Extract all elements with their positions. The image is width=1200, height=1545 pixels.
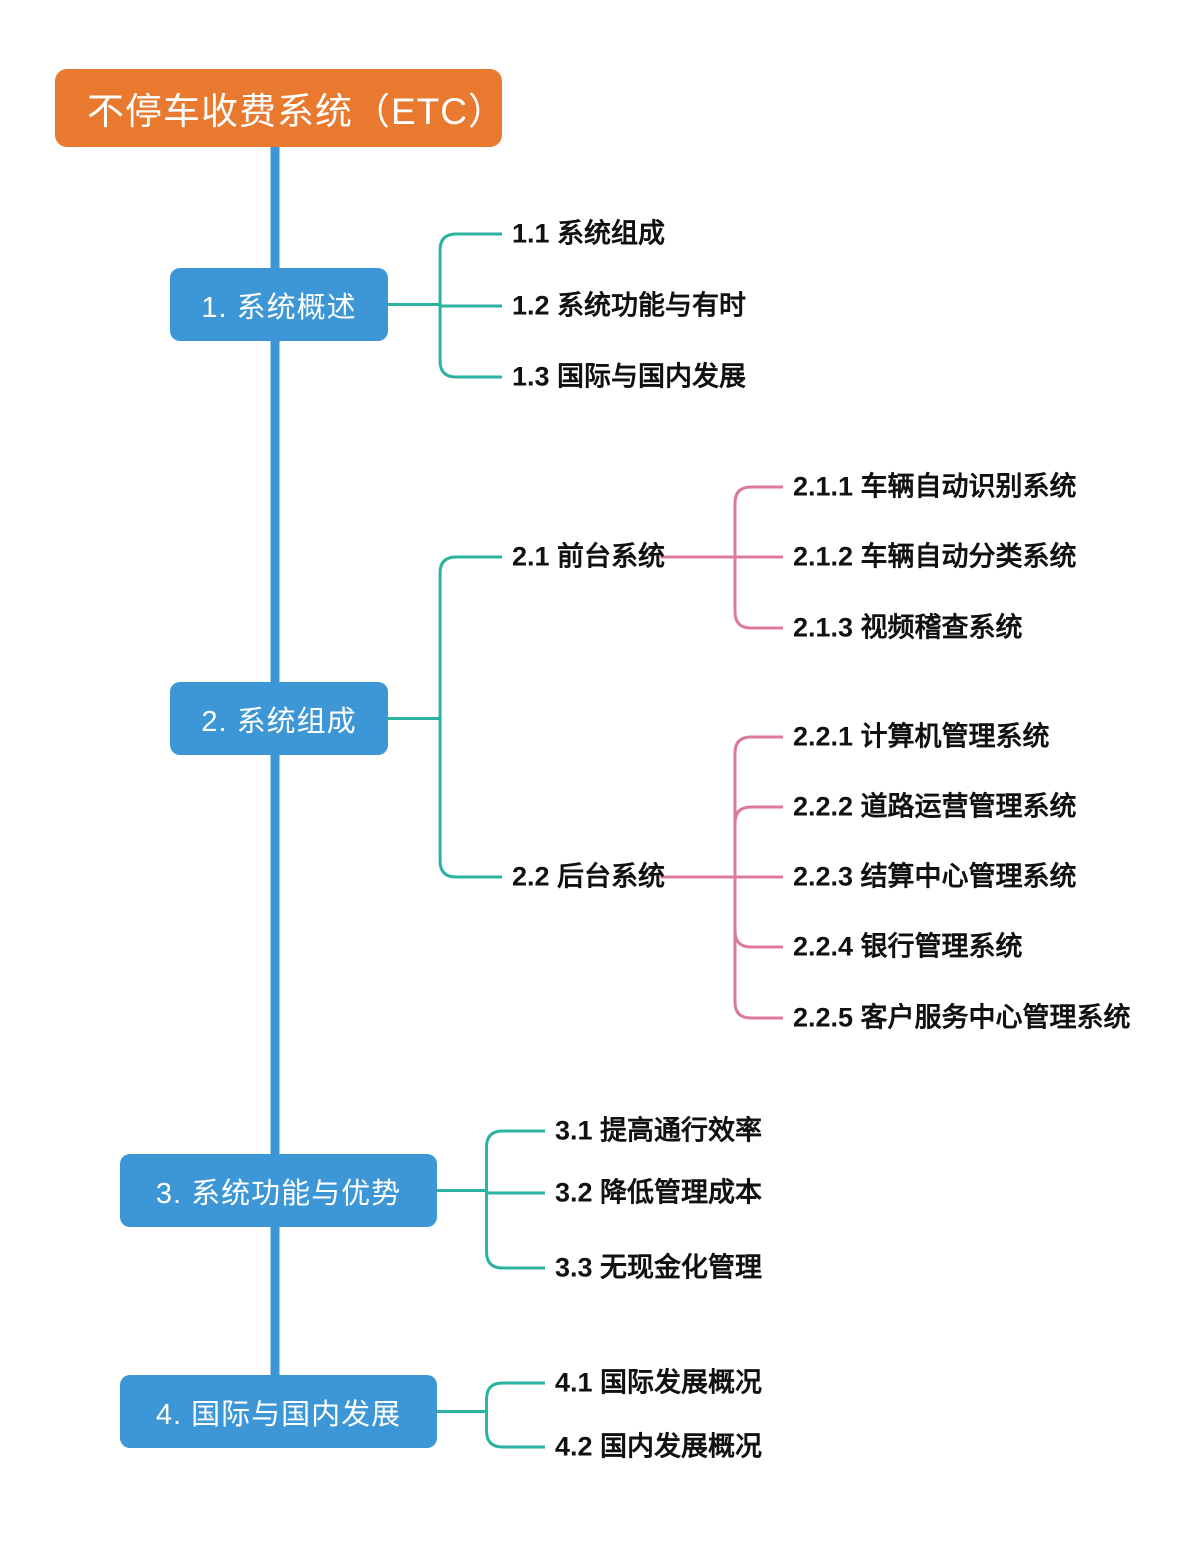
leaf-label[interactable]: 3.2 降低管理成本 (555, 1177, 763, 1208)
sub-leaf-label[interactable]: 2.2.2 道路运营管理系统 (793, 791, 1077, 822)
branch-node-label: 4. 国际与国内发展 (155, 1398, 402, 1431)
leaf-label[interactable]: 2.1 前台系统 (512, 541, 666, 572)
branch-node-b1[interactable]: 1. 系统概述 (170, 268, 388, 341)
sub-leaf-label[interactable]: 2.2.5 客户服务中心管理系统 (793, 1002, 1131, 1033)
leaf-label[interactable]: 1.1 系统组成 (512, 218, 666, 249)
root-node[interactable]: 不停车收费系统（ETC） (55, 69, 505, 147)
branch-node-label: 2. 系统组成 (201, 705, 357, 738)
leaf-label[interactable]: 3.3 无现金化管理 (555, 1252, 763, 1283)
branch-node-label: 3. 系统功能与优势 (155, 1177, 402, 1210)
leaf-label[interactable]: 2.2 后台系统 (512, 861, 666, 892)
root-node-label: 不停车收费系统（ETC） (87, 91, 506, 132)
branch-node-label: 1. 系统概述 (201, 291, 357, 324)
branch-node-b2[interactable]: 2. 系统组成 (170, 682, 388, 755)
sub-leaf-label[interactable]: 2.1.2 车辆自动分类系统 (793, 541, 1077, 572)
branch-node-b4[interactable]: 4. 国际与国内发展 (120, 1375, 437, 1448)
leaf-label[interactable]: 3.1 提高通行效率 (555, 1115, 763, 1146)
level3-connectors (660, 485, 783, 1020)
sub-leaf-label[interactable]: 2.2.4 银行管理系统 (793, 931, 1023, 962)
sub-leaf-label[interactable]: 2.2.1 计算机管理系统 (793, 721, 1050, 752)
leaf-label[interactable]: 4.2 国内发展概况 (555, 1431, 763, 1462)
leaf-label[interactable]: 1.2 系统功能与有时 (512, 290, 747, 321)
sub-leaf-label[interactable]: 2.2.3 结算中心管理系统 (793, 861, 1077, 892)
branch-node-b3[interactable]: 3. 系统功能与优势 (120, 1154, 437, 1227)
leaf-label[interactable]: 4.1 国际发展概况 (555, 1367, 763, 1398)
sub-leaf-label[interactable]: 2.1.3 视频稽查系统 (793, 612, 1023, 643)
level2-connectors (388, 232, 545, 1449)
leaf-label[interactable]: 1.3 国际与国内发展 (512, 361, 747, 392)
sub-leaf-label[interactable]: 2.1.1 车辆自动识别系统 (793, 471, 1077, 502)
